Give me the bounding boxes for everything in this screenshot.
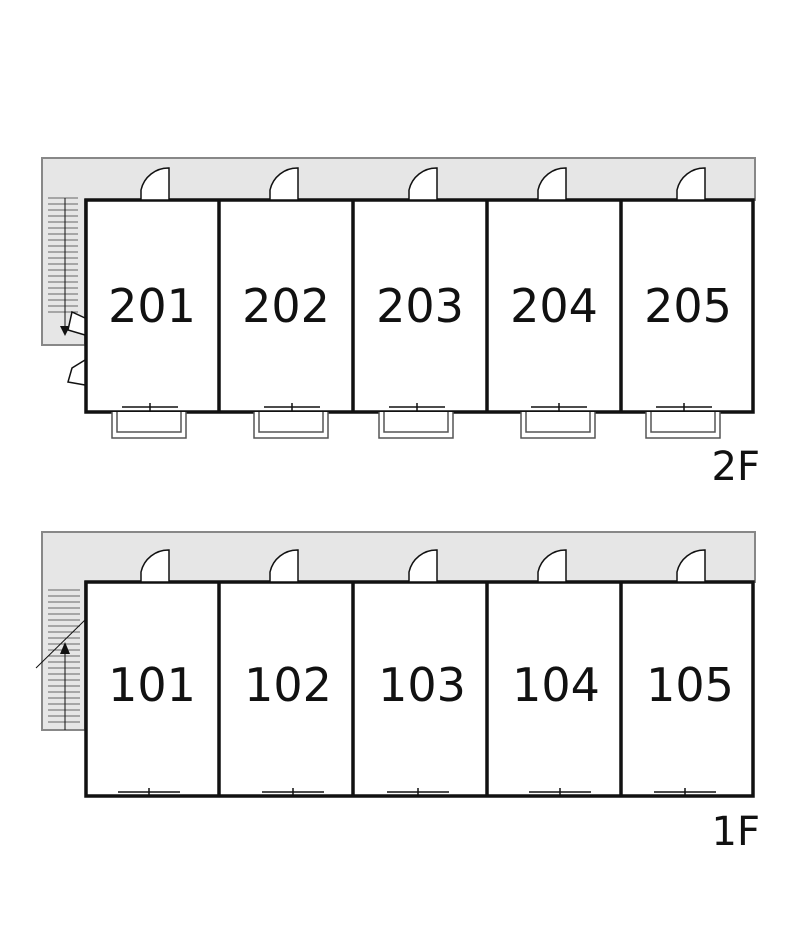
units-block-1f <box>84 580 755 798</box>
windows-1f <box>118 788 716 796</box>
entrance-doors-1f <box>140 549 706 583</box>
room-label-204: 204 <box>510 279 598 333</box>
room-label-102: 102 <box>244 658 332 712</box>
windows-2f <box>122 403 712 412</box>
room-label-201: 201 <box>108 279 196 333</box>
room-label-103: 103 <box>378 658 466 712</box>
balconies-2f <box>111 412 721 439</box>
stairs-1f <box>35 589 86 730</box>
units-block-2f <box>84 198 755 414</box>
room-label-202: 202 <box>242 279 330 333</box>
room-label-104: 104 <box>512 658 600 712</box>
floor-label-2f: 2F <box>712 444 760 490</box>
room-label-101: 101 <box>108 658 196 712</box>
floor-2f-plan: 201 202 203 204 205 2F <box>41 157 760 490</box>
entrance-doors-2f <box>140 167 706 201</box>
floor-label-1f: 1F <box>712 809 760 855</box>
room-label-203: 203 <box>376 279 464 333</box>
room-label-105: 105 <box>646 658 734 712</box>
room-label-205: 205 <box>644 279 732 333</box>
side-door-2f <box>67 310 86 386</box>
floor-1f-plan: 101 102 103 104 105 1F <box>35 531 760 855</box>
